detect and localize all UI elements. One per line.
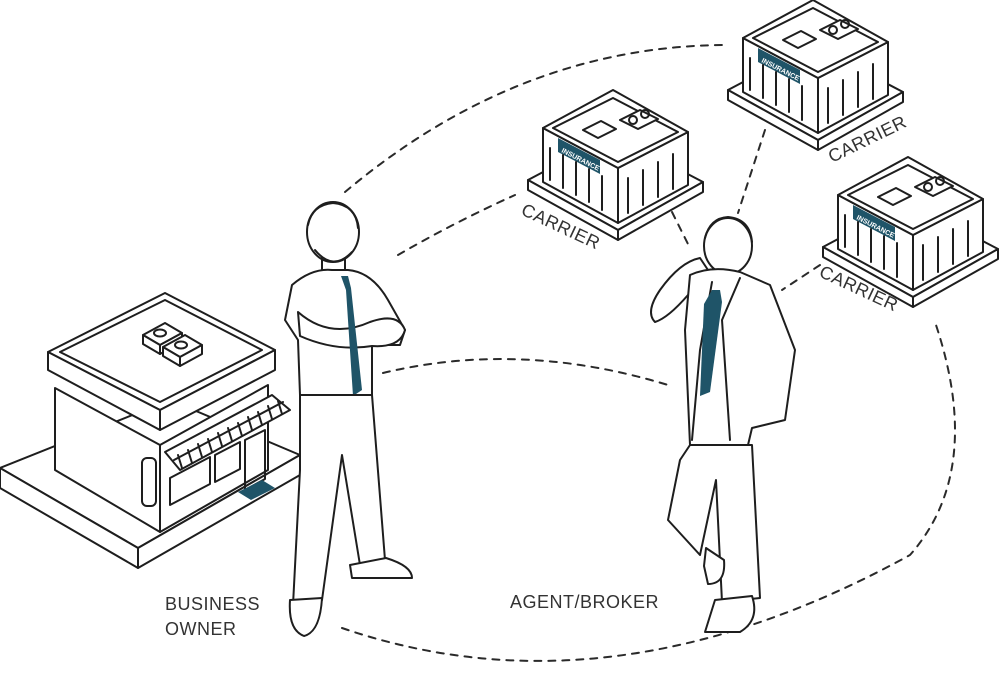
agent-tie (700, 290, 722, 396)
business-owner-figure (284, 201, 413, 637)
connector-bottom-loop (341, 321, 956, 662)
owner-tie (341, 276, 362, 396)
connector-owner-to-top-carrier (344, 44, 729, 193)
connector-owner-to-left-carrier (397, 194, 516, 256)
carrier-building-left: INSURANCE (527, 89, 704, 241)
connector-top-carrier-to-agent (737, 129, 766, 214)
storefront-building (0, 292, 301, 569)
connection-lines (341, 44, 956, 662)
label-business-owner-line2: OWNER (165, 619, 237, 639)
label-agent-broker: AGENT/BROKER (510, 592, 659, 612)
connector-left-carrier-to-agent (671, 211, 691, 249)
carrier-building-top: INSURANCE (727, 0, 904, 151)
connector-owner-to-agent (382, 358, 669, 386)
doormat (238, 480, 275, 500)
insurance-sign (558, 138, 600, 174)
label-business-owner-line1: BUSINESS (165, 594, 260, 614)
carrier-building-right: INSURANCE (822, 156, 999, 308)
insurance-sign (758, 48, 800, 84)
rooftop-ac-units (142, 322, 203, 367)
connector-right-carrier-to-agent (781, 264, 821, 291)
insurance-sign (853, 205, 895, 241)
agent-broker-figure (650, 216, 796, 633)
